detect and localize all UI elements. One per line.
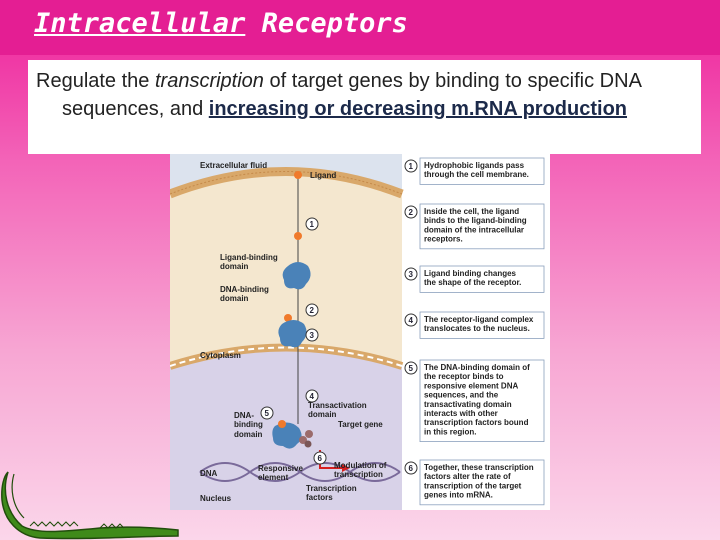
step-box (419, 359, 545, 442)
step-text-line: Inside the cell, the ligand (424, 207, 519, 216)
label-nucleus: Nucleus (200, 494, 232, 503)
receptor-shape (272, 422, 302, 449)
svg-text:6: 6 (318, 454, 323, 463)
receptor-shape (282, 262, 311, 290)
label-modulation: Modulation of (334, 461, 387, 470)
step-number: 2 (409, 208, 414, 217)
svg-text:3: 3 (310, 331, 315, 340)
ligand-dot (294, 232, 302, 240)
transcription-factor (304, 440, 312, 448)
step-text-line: the receptor binds to (424, 372, 504, 381)
label-target-gene: Target gene (338, 420, 383, 429)
ligand-dot (294, 171, 302, 179)
step-box (419, 203, 545, 250)
body-text-1: Regulate the (36, 70, 155, 92)
label-responsive: Responsive (258, 464, 303, 473)
receptor-diagram: 1 2 3 4 5 6 Extracellular fluid Ligand L… (170, 154, 550, 510)
step-text-line: interacts with other (424, 409, 498, 418)
step-number-circle (404, 159, 418, 173)
step-number: 1 (409, 162, 414, 171)
step-text-line: responsive element DNA (424, 381, 518, 390)
step-text-line: The DNA-binding domain of (424, 363, 530, 372)
label-dna: DNA (200, 469, 218, 478)
step-number-circle (404, 205, 418, 219)
body-text-box: Regulate the transcription of target gen… (28, 60, 701, 154)
body-paragraph: Regulate the transcription of target gen… (36, 68, 693, 123)
svg-text:domain: domain (308, 410, 337, 419)
ligand-dot (278, 420, 286, 428)
receptor-diagram-svg: 1 2 3 4 5 6 Extracellular fluid Ligand L… (170, 154, 545, 510)
step-box (419, 459, 545, 506)
step-number: 3 (409, 270, 414, 279)
svg-text:2: 2 (310, 306, 315, 315)
title-rest: Receptors (245, 8, 408, 39)
body-text-highlight: increasing or decreasing m.RNA productio… (208, 97, 628, 120)
step-text-line: transcription of the target (424, 481, 522, 490)
title-underlined-word: Intracellular (34, 8, 246, 39)
svg-text:domain: domain (220, 294, 249, 303)
step-text-line: in this region. (424, 427, 476, 436)
step-number-circle (404, 461, 418, 475)
svg-text:element: element (258, 473, 289, 482)
svg-text:1: 1 (310, 220, 315, 229)
svg-text:factors: factors (306, 493, 333, 502)
step-text-line: The receptor-ligand complex (424, 315, 534, 324)
step-number-circle (404, 313, 418, 327)
step-text-line: transcription factors bound (424, 418, 529, 427)
step-text-line: translocates to the nucleus. (424, 324, 530, 333)
label-cytoplasm: Cytoplasm (200, 351, 241, 360)
step-text-line: through the cell membrane. (424, 170, 529, 179)
svg-text:transcription: transcription (334, 470, 383, 479)
body-text-3: of target genes by binding to specific D… (62, 70, 641, 120)
svg-text:domain: domain (220, 262, 249, 271)
step-text-line: binds to the ligand-binding (424, 216, 527, 225)
label-dna-binding-b: DNA- (234, 411, 254, 420)
ligand-dot (284, 314, 292, 322)
transcription-factor (299, 436, 307, 444)
svg-text:domain: domain (234, 430, 263, 439)
step-text-line: domain of the intracellular (424, 225, 524, 234)
svg-text:4: 4 (310, 392, 315, 401)
step-number-circle (404, 361, 418, 375)
step-text-line: genes into mRNA. (424, 491, 493, 500)
receptor-shape (278, 320, 307, 348)
pathway-step-markers: 1 2 3 4 5 6 (260, 217, 327, 465)
step-text-line: factors alter the rate of (424, 472, 511, 481)
step-number: 6 (409, 464, 414, 473)
label-ligand-binding: Ligand-binding (220, 253, 278, 262)
label-transactivation: Transactivation (308, 401, 367, 410)
step-text-line: the shape of the receptor. (424, 278, 521, 287)
svg-text:5: 5 (265, 409, 270, 418)
label-transcription-factors: Transcription (306, 484, 357, 493)
crocodile-decoration (1, 471, 179, 540)
label-ligand: Ligand (310, 171, 336, 180)
label-extracellular: Extracellular fluid (200, 161, 267, 170)
step-text-line: receptors. (424, 235, 463, 244)
step-text-line: transactivating domain (424, 400, 512, 409)
step-box (419, 157, 545, 185)
step-text-line: Ligand binding changes (424, 269, 517, 278)
body-text-italic: transcription (154, 70, 264, 92)
step-box (419, 311, 545, 339)
label-dna-binding: DNA-binding (220, 285, 269, 294)
transcription-factor (305, 430, 313, 438)
step-text-line: Hydrophobic ligands pass (424, 161, 525, 170)
step-number-circle (404, 267, 418, 281)
step-box (419, 265, 545, 293)
title-bar: Intracellular Receptors (0, 0, 720, 55)
step-number: 5 (409, 364, 414, 373)
step-text-line: sequences, and the (424, 391, 499, 400)
step-text-line: Together, these transcription (424, 463, 534, 472)
dna-strand (199, 462, 401, 482)
svg-text:binding: binding (234, 420, 263, 429)
cell-membrane (170, 167, 404, 199)
slide-title: Intracellular Receptors (34, 8, 408, 39)
step-number: 4 (409, 316, 414, 325)
